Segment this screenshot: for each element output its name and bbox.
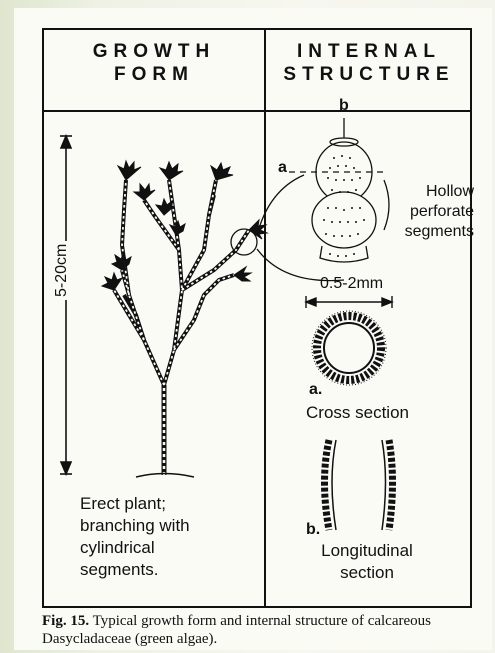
caption-text: Typical growth form and internal structu… — [42, 613, 431, 647]
longitudinal-line-2: section — [302, 562, 432, 584]
erect-line-1: Erect plant; — [80, 493, 190, 515]
figure-caption: Fig. 15. Typical growth form and interna… — [42, 612, 495, 648]
cross-section-label: Cross section — [306, 403, 409, 423]
hollow-segments-illustration — [257, 118, 389, 281]
hollow-line-1: Hollow — [392, 182, 474, 202]
hollow-line-2: perforate — [392, 202, 474, 222]
diameter-arrow — [306, 296, 392, 308]
diameter-label: 0.5-2mm — [320, 274, 383, 294]
longitudinal-marker: b. — [306, 520, 320, 540]
hollow-line-3: segments — [392, 222, 474, 242]
longitudinal-line-1: Longitudinal — [302, 540, 432, 562]
erect-line-4: segments. — [80, 559, 190, 581]
longitudinal-section-illustration — [325, 440, 393, 530]
erect-line-3: cylindrical — [80, 537, 190, 559]
figure-frame: GROWTH FORM INTERNAL STRUCTURE — [42, 28, 472, 608]
cross-section-illustration — [312, 311, 386, 385]
side-a-label: a — [278, 158, 287, 178]
figure-number: Fig. 15. — [42, 613, 89, 629]
erect-plant-description: Erect plant; branching with cylindrical … — [80, 493, 190, 581]
plant-illustration — [102, 161, 267, 477]
top-b-label: b — [339, 96, 349, 116]
longitudinal-section-label: Longitudinal section — [302, 540, 432, 584]
height-scale-arrow — [60, 136, 72, 474]
erect-line-2: branching with — [80, 515, 190, 537]
height-label: 5-20cm — [52, 241, 72, 300]
cross-section-marker: a. — [309, 380, 322, 400]
page: GROWTH FORM INTERNAL STRUCTURE — [14, 8, 492, 650]
hollow-segments-label: Hollow perforate segments — [392, 182, 474, 242]
